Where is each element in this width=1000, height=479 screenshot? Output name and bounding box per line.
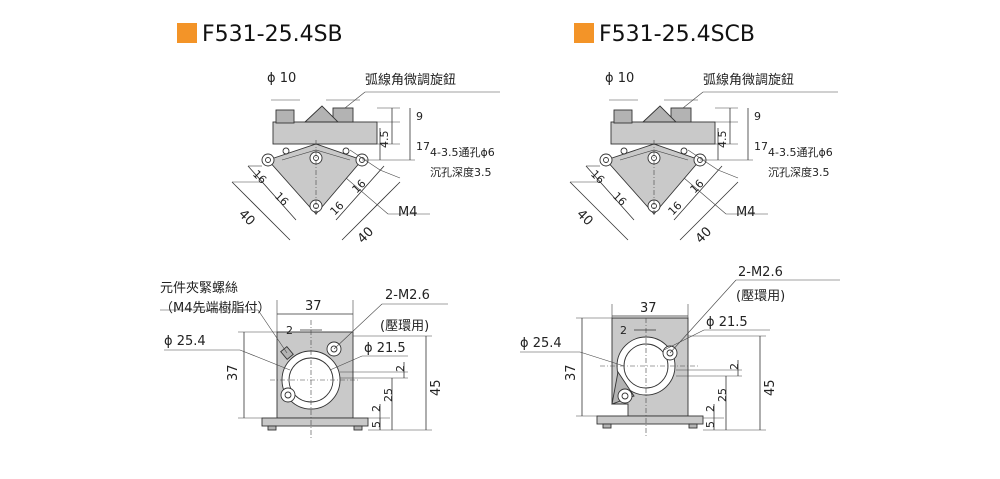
m26-note: (壓環用) bbox=[380, 319, 429, 334]
phi-10-label: ϕ 10 bbox=[605, 71, 634, 86]
dim-5: 5 bbox=[370, 421, 383, 428]
phi-25-4: ϕ 25.4 bbox=[520, 336, 562, 351]
dim-37-top: 37 bbox=[305, 299, 322, 314]
dim-9: 9 bbox=[754, 110, 761, 123]
dim-16-d: 16 bbox=[666, 199, 685, 218]
dim-37-side: 37 bbox=[564, 364, 579, 381]
dim-9: 9 bbox=[416, 110, 423, 123]
dim-4-5: 4.5 bbox=[378, 131, 391, 149]
dim-17: 17 bbox=[754, 140, 768, 153]
m4-label: M4 bbox=[736, 205, 756, 220]
dim-5: 5 bbox=[704, 421, 717, 428]
m4-label: M4 bbox=[398, 205, 418, 220]
m26-note: (壓環用) bbox=[736, 289, 785, 304]
clamp-note-2: （M4先端樹脂付） bbox=[160, 301, 271, 316]
phi-21-5: ϕ 21.5 bbox=[706, 315, 748, 330]
dim-45: 45 bbox=[429, 379, 444, 396]
hole-note-1: 4-3.5通孔ϕ6 bbox=[768, 146, 833, 159]
clamp-note-1: 元件夾緊螺絲 bbox=[160, 281, 238, 296]
dim-40-right: 40 bbox=[693, 224, 715, 246]
model-1-title: F531-25.4SB bbox=[202, 22, 343, 47]
dim-25: 25 bbox=[382, 388, 395, 402]
dim-2-bottom: 2 bbox=[370, 405, 383, 412]
title-marker-2 bbox=[574, 23, 594, 43]
dim-16-d: 16 bbox=[328, 199, 347, 218]
m26-label: 2-M2.6 bbox=[385, 288, 430, 303]
dim-2-side: 2 bbox=[728, 363, 741, 370]
phi-10-label: ϕ 10 bbox=[267, 71, 296, 86]
hole-note-2: 沉孔深度3.5 bbox=[430, 165, 492, 179]
hole-note-1: 4-3.5通孔ϕ6 bbox=[430, 146, 495, 159]
dim-40-right: 40 bbox=[355, 224, 377, 246]
m26-label: 2-M2.6 bbox=[738, 265, 783, 280]
phi-21-5: ϕ 21.5 bbox=[364, 341, 406, 356]
hole-note-2: 沉孔深度3.5 bbox=[768, 165, 830, 179]
dim-2-top: 2 bbox=[286, 324, 293, 337]
model-2-title: F531-25.4SCB bbox=[599, 22, 755, 47]
dim-16-a: 16 bbox=[588, 168, 607, 187]
dim-2-bottom: 2 bbox=[704, 405, 717, 412]
model-1-front-view: 元件夾緊螺絲 （M4先端樹脂付） 37 2-M2.6 (壓環用) 2 ϕ 25.… bbox=[160, 281, 448, 438]
dim-17: 17 bbox=[416, 140, 430, 153]
dim-2-side: 2 bbox=[394, 365, 407, 372]
dim-16-c: 16 bbox=[688, 177, 707, 196]
dim-40-left: 40 bbox=[573, 207, 595, 229]
knob-label: 弧線角微調旋鈕 bbox=[365, 72, 456, 88]
dim-2-top: 2 bbox=[620, 324, 627, 337]
model-1-top-view: ϕ 10 弧線角微調旋鈕 9 17 4.5 4-3.5通孔ϕ6 沉孔深度3.5 … bbox=[231, 71, 501, 247]
title-marker-1 bbox=[177, 23, 197, 43]
dim-4-5: 4.5 bbox=[716, 131, 729, 149]
dim-40-left: 40 bbox=[235, 207, 257, 229]
model-2-top-view: ϕ 10 弧線角微調旋鈕 9 17 4.5 4-3.5通孔ϕ6 沉孔深度3.5 … bbox=[569, 71, 839, 247]
dim-16-b: 16 bbox=[272, 190, 291, 209]
model-2-group: F531-25.4SCB ϕ 10 弧線角微調旋鈕 9 17 4.5 4-3.5… bbox=[520, 22, 840, 436]
dim-16-b: 16 bbox=[610, 190, 629, 209]
dim-16-a: 16 bbox=[250, 168, 269, 187]
dim-37-side: 37 bbox=[226, 364, 241, 381]
phi-25-4: ϕ 25.4 bbox=[164, 334, 206, 349]
knob-label: 弧線角微調旋鈕 bbox=[703, 72, 794, 88]
model-1-group: F531-25.4SB ϕ 10 弧線角微調旋鈕 9 17 4.5 4-3.5通… bbox=[160, 22, 501, 438]
dim-16-c: 16 bbox=[350, 177, 369, 196]
dim-25: 25 bbox=[716, 388, 729, 402]
dim-37-top: 37 bbox=[640, 301, 657, 316]
dim-45: 45 bbox=[763, 379, 778, 396]
model-2-front-view: 2-M2.6 (壓環用) 37 ϕ 21.5 2 ϕ 25.4 37 2 25 … bbox=[520, 265, 840, 436]
